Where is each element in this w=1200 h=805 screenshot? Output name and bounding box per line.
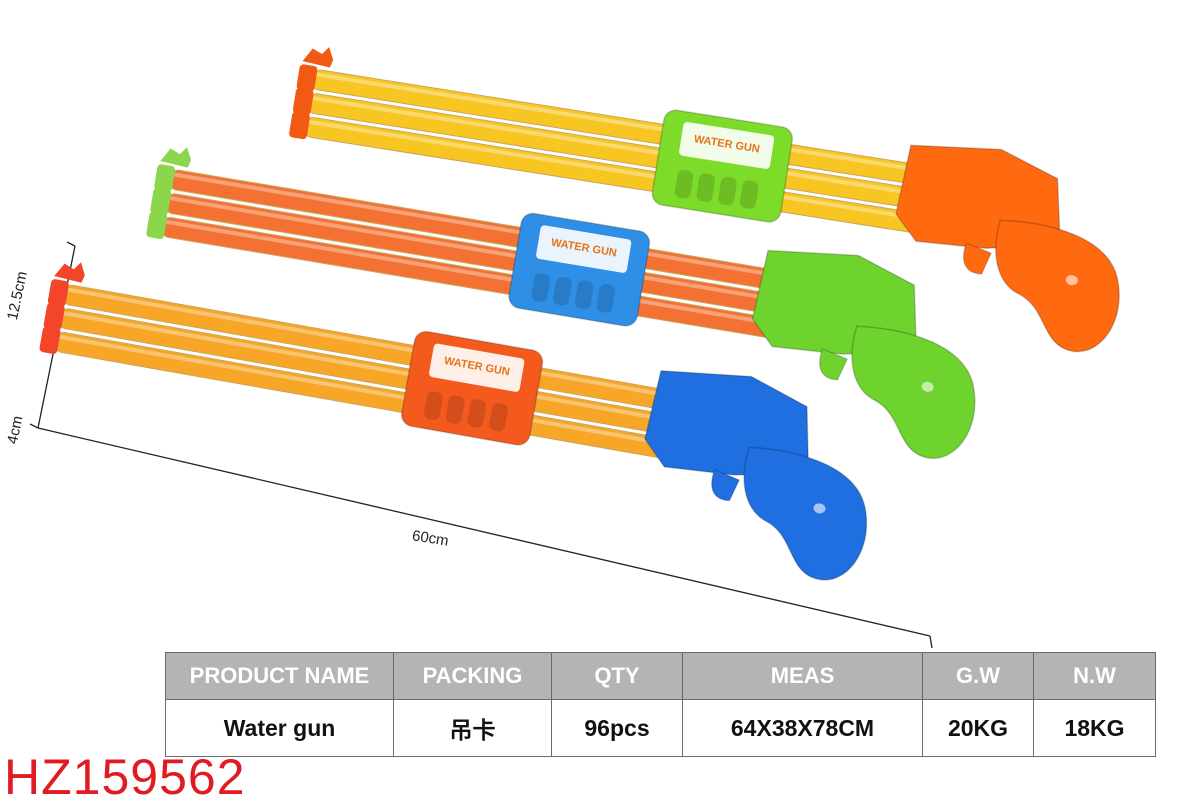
spec-value-row: Water gun 吊卡 96pcs 64X38X78CM 20KG 18KG xyxy=(165,699,1156,757)
value-gross-weight: 20KG xyxy=(922,699,1034,757)
value-qty: 96pcs xyxy=(551,699,683,757)
header-qty: QTY xyxy=(551,652,683,700)
header-gross-weight: G.W xyxy=(922,652,1034,700)
header-product-name: PRODUCT NAME xyxy=(165,652,394,700)
value-meas: 64X38X78CM xyxy=(682,699,923,757)
value-net-weight: 18KG xyxy=(1033,699,1156,757)
value-product-name: Water gun xyxy=(165,699,394,757)
blue-handle-gun: WATER GUN xyxy=(39,262,868,581)
spec-header-row: PRODUCT NAME PACKING QTY MEAS G.W N.W xyxy=(165,652,1156,700)
header-packing: PACKING xyxy=(393,652,552,700)
green-handle-gun: WATER GUN xyxy=(146,147,976,460)
item-code: HZ159562 xyxy=(4,749,246,805)
header-meas: MEAS xyxy=(682,652,923,700)
spec-table: PRODUCT NAME PACKING QTY MEAS G.W N.W Wa… xyxy=(165,652,1156,757)
orange-handle-gun: WATER GUN xyxy=(289,47,1120,353)
header-net-weight: N.W xyxy=(1033,652,1156,700)
value-packing: 吊卡 xyxy=(393,699,552,757)
